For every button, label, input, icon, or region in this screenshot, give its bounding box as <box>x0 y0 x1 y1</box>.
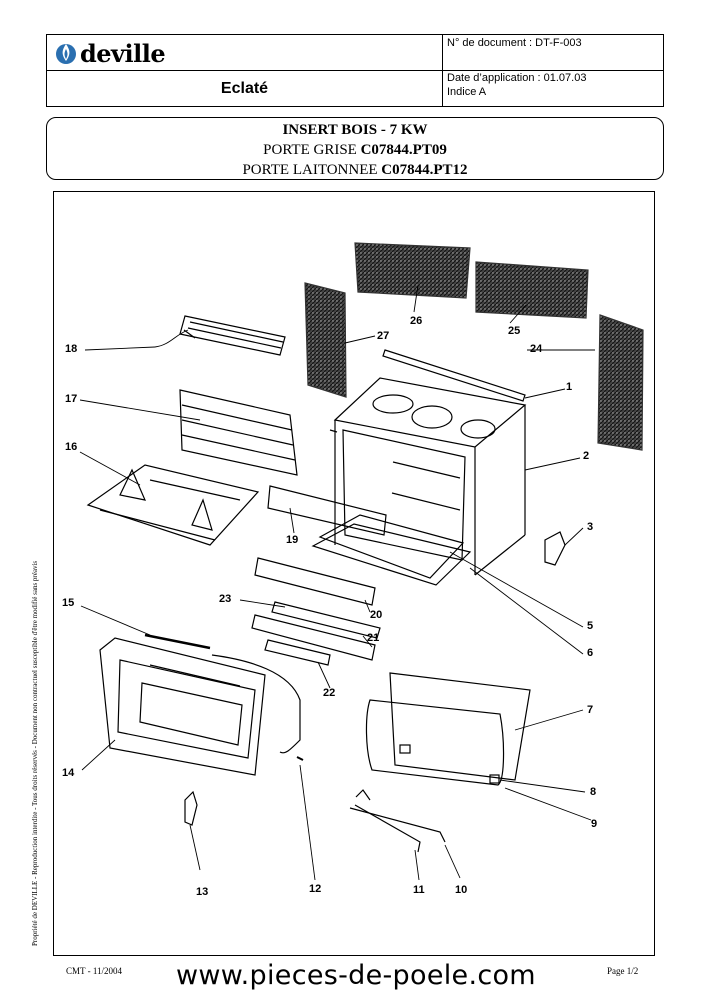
header-divider-horizontal <box>47 70 663 71</box>
part-18-grate <box>179 315 286 356</box>
callout-16: 16 <box>65 441 78 453</box>
exploded-view-frame <box>53 191 655 956</box>
door-brass-code: C07844.PT12 <box>381 162 468 178</box>
header-table: deville Eclaté N° de document : DT-F-003… <box>46 34 664 107</box>
part-10-spring <box>349 807 446 843</box>
part-13-handle <box>184 790 198 826</box>
product-title: INSERT BOIS - 7 KW <box>282 122 428 138</box>
product-title-box: INSERT BOIS - 7 KW PORTE GRISE C07844.PT… <box>46 117 664 180</box>
callout-3: 3 <box>587 521 594 533</box>
callout-27: 27 <box>377 330 390 342</box>
part-15-gasket-cord <box>211 654 301 754</box>
document-title: Eclaté <box>220 79 269 97</box>
insulation-panel-24 <box>597 314 644 451</box>
callout-19: 19 <box>286 534 299 546</box>
callout-5: 5 <box>587 620 594 632</box>
door-brass-line: PORTE LAITONNEE C07844.PT12 <box>47 160 663 180</box>
application-date-block: Date d’application : 01.07.03 Indice A <box>447 71 586 99</box>
door-grey-code: C07844.PT09 <box>360 142 447 158</box>
callout-14: 14 <box>62 767 75 779</box>
insulation-panel-27 <box>304 282 347 398</box>
callout-13: 13 <box>196 886 209 898</box>
flame-drop-icon <box>56 44 76 64</box>
part-6-tray <box>311 523 472 586</box>
callout-20: 20 <box>370 609 383 621</box>
part-14-door <box>99 637 266 776</box>
door-grey-line: PORTE GRISE C07844.PT09 <box>47 140 663 160</box>
callout-21: 21 <box>367 632 380 644</box>
callout-10: 10 <box>455 884 468 896</box>
part-17-back-panel <box>179 389 298 476</box>
callout-25: 25 <box>508 325 521 337</box>
callout-11: 11 <box>413 884 425 896</box>
callout-22: 22 <box>323 687 336 699</box>
part-3-bracket <box>544 531 566 566</box>
insulation-panel-26 <box>354 242 471 299</box>
door-brass-label: PORTE LAITONNEE <box>242 162 382 178</box>
callout-1: 1 <box>566 381 573 393</box>
callout-6: 6 <box>587 647 594 659</box>
part-22-bar <box>264 639 331 666</box>
part-2-firebox-body <box>329 377 527 576</box>
part-15-gasket <box>144 633 211 650</box>
callout-2: 2 <box>583 450 590 462</box>
part-12-pin <box>296 756 304 761</box>
part-1-bar <box>382 349 526 402</box>
footer-revision: CMT - 11/2004 <box>66 966 123 976</box>
part-21-bar <box>251 614 376 661</box>
callout-24: 24 <box>530 343 543 355</box>
brand-name: deville <box>80 38 166 68</box>
part-7-clip <box>399 744 411 754</box>
part-8-clip <box>489 774 500 784</box>
part-7-glass <box>389 672 531 781</box>
footer-website: www.pieces-de-poele.com <box>176 960 536 991</box>
part-16-baffle <box>86 464 260 546</box>
deville-logo: deville <box>55 38 166 68</box>
application-date: Date d’application : 01.07.03 <box>447 72 587 84</box>
part-11-spring <box>354 789 421 853</box>
part-5-ash-pan <box>318 514 465 579</box>
callout-7: 7 <box>587 704 594 716</box>
part-19-deflector <box>267 485 387 536</box>
callout-17: 17 <box>65 393 78 405</box>
document-number: N° de document : DT-F-003 <box>447 37 582 49</box>
callout-18: 18 <box>65 343 78 355</box>
callout-26: 26 <box>410 315 423 327</box>
indice: Indice A <box>447 86 487 98</box>
callout-23: 23 <box>219 593 232 605</box>
insulation-panel-25 <box>475 261 589 319</box>
leader-lines <box>79 284 595 881</box>
callout-8: 8 <box>590 786 597 798</box>
door-grey-label: PORTE GRISE <box>263 142 361 158</box>
copyright-side-note: Propriété de DEVILLE - Reproduction inte… <box>31 560 39 946</box>
callout-15: 15 <box>62 597 75 609</box>
part-9-glass-gasket <box>365 699 505 786</box>
part-20-bar <box>254 557 376 606</box>
part-23-bar <box>271 601 381 639</box>
footer-page-number: Page 1/2 <box>607 966 639 976</box>
callout-12: 12 <box>309 883 322 895</box>
callout-9: 9 <box>591 818 598 830</box>
